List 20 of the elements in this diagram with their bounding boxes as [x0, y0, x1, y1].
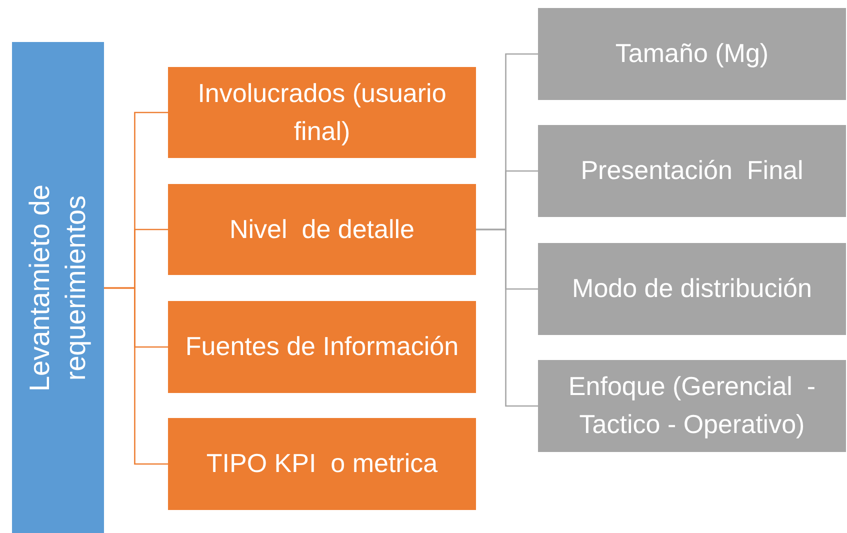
process-box	[538, 125, 846, 217]
side-bar	[12, 42, 104, 533]
process-box	[538, 243, 846, 335]
node-label: Involucrados (usuario final)	[196, 76, 448, 148]
node-label: Presentación Final	[580, 154, 804, 188]
node-label: Levantamieto de requerimientos	[22, 182, 92, 394]
node-label: TIPO KPI o metrica	[206, 447, 438, 480]
connector-line	[476, 228, 538, 407]
process-box	[168, 418, 476, 510]
node-label: Modo de distribución	[572, 272, 812, 306]
node-label: Nivel de detalle	[230, 212, 414, 246]
process-box	[538, 8, 846, 100]
node-label: Enfoque (Gerencial - Tactico - Operativo)	[567, 370, 817, 441]
process-box	[168, 184, 476, 275]
node-label: Tamaño (Mg)	[615, 37, 769, 70]
process-box	[168, 67, 476, 158]
process-box	[168, 301, 476, 393]
process-box	[538, 360, 846, 452]
connector-line	[104, 287, 168, 465]
node-label: Fuentes de Información	[185, 330, 459, 364]
